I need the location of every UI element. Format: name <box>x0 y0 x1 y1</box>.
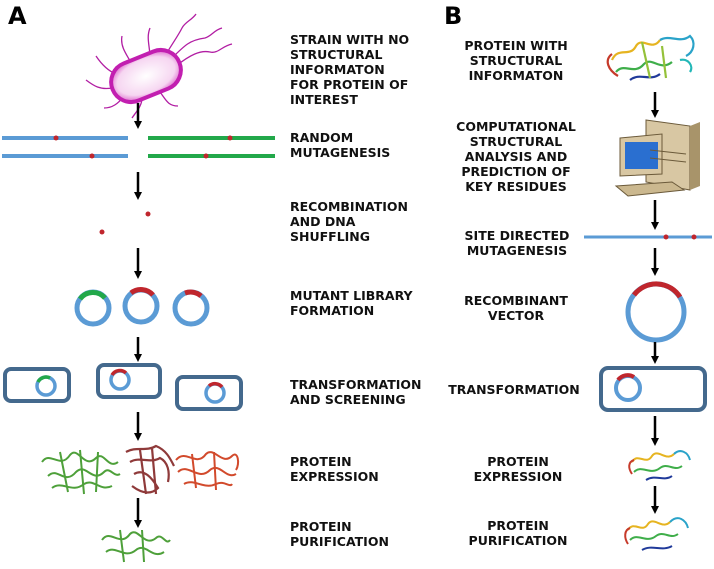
panel-a-step-expression: PROTEIN EXPRESSION <box>290 454 379 484</box>
recombinant-vector-icon <box>625 281 687 343</box>
protein-green-icon <box>41 449 121 495</box>
panel-b-step-purification: PROTEIN PURIFICATION <box>468 518 568 548</box>
panel-b-step-expression: PROTEIN EXPRESSION <box>473 454 563 484</box>
protein-structure-icon <box>606 34 695 81</box>
panel-a-step-transformation: TRANSFORMATION AND SCREENING <box>290 377 422 407</box>
dna-strand-site-directed <box>584 234 712 240</box>
protein-maroon-icon <box>125 444 175 495</box>
panel-b-step-transformation: TRANSFORMATION <box>448 382 580 397</box>
panel-b-step-computational: COMPUTATIONAL STRUCTURAL ANALYSIS AND PR… <box>456 119 576 194</box>
panel-a-step-strain: STRAIN WITH NO STRUCTURAL INFORMATON FOR… <box>290 32 410 107</box>
protein-red-icon <box>175 451 240 491</box>
dna-strands-recombination <box>46 211 222 235</box>
protein-purification-b-icon <box>624 517 689 551</box>
panel-b-step-recombinant-vector: RECOMBINANT VECTOR <box>464 293 568 323</box>
bacterium-icon <box>85 13 233 119</box>
panel-b-step-protein-structure: PROTEIN WITH STRUCTURAL INFORMATON <box>464 38 568 83</box>
panel-a-letter: A <box>8 2 27 30</box>
plasmid-library <box>74 287 210 327</box>
dna-strands-random-mutagenesis <box>2 135 275 159</box>
panel-a-step-random-mutagenesis: RANDOM MUTAGENESIS <box>290 130 391 160</box>
panel-b-step-site-directed: SITE DIRECTED MUTAGENESIS <box>464 228 570 258</box>
protein-expression-b-icon <box>628 450 691 481</box>
panel-b-letter: B <box>444 2 463 30</box>
panel-a-step-recombination: RECOMBINATION AND DNA SHUFFLING <box>290 199 409 244</box>
panel-a-step-mutant-library: MUTANT LIBRARY FORMATION <box>290 288 413 318</box>
protein-purified-icon <box>101 529 171 563</box>
transformed-cell-b <box>599 366 707 412</box>
transformed-cells <box>3 363 243 411</box>
panel-a-step-purification: PROTEIN PURIFICATION <box>290 519 389 549</box>
computer-icon <box>614 119 700 197</box>
